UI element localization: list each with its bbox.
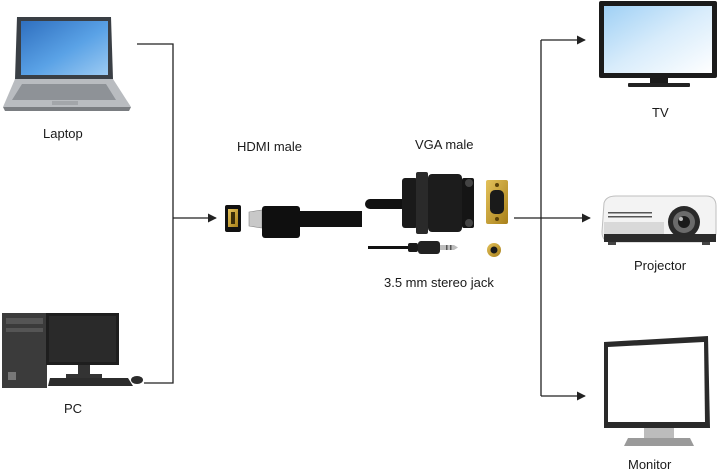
tv-label: TV [652, 105, 669, 120]
monitor-icon [604, 336, 710, 446]
monitor-label: Monitor [628, 457, 672, 471]
hdmi-label: HDMI male [237, 139, 303, 154]
pc-icon [2, 313, 143, 388]
right-connector-lines [514, 35, 591, 401]
source-bracket-line [137, 43, 174, 384]
pc-label: PC [64, 401, 83, 416]
audio-jack-icon [368, 241, 458, 254]
vga-female-icon [486, 180, 508, 224]
laptop-icon [3, 17, 131, 111]
projector-icon [601, 195, 717, 245]
left-connector-lines [137, 43, 217, 384]
hdmi-cable-icon [248, 206, 362, 238]
tv-icon [599, 1, 717, 87]
projector-label: Projector [634, 258, 687, 273]
hdmi-female-icon [225, 205, 241, 232]
jack-label: 3.5 mm stereo jack [384, 275, 494, 290]
vga-cable-icon [365, 172, 474, 234]
audio-socket-icon [487, 243, 501, 257]
vga-label: VGA male [415, 137, 474, 152]
laptop-label: Laptop [43, 126, 83, 141]
